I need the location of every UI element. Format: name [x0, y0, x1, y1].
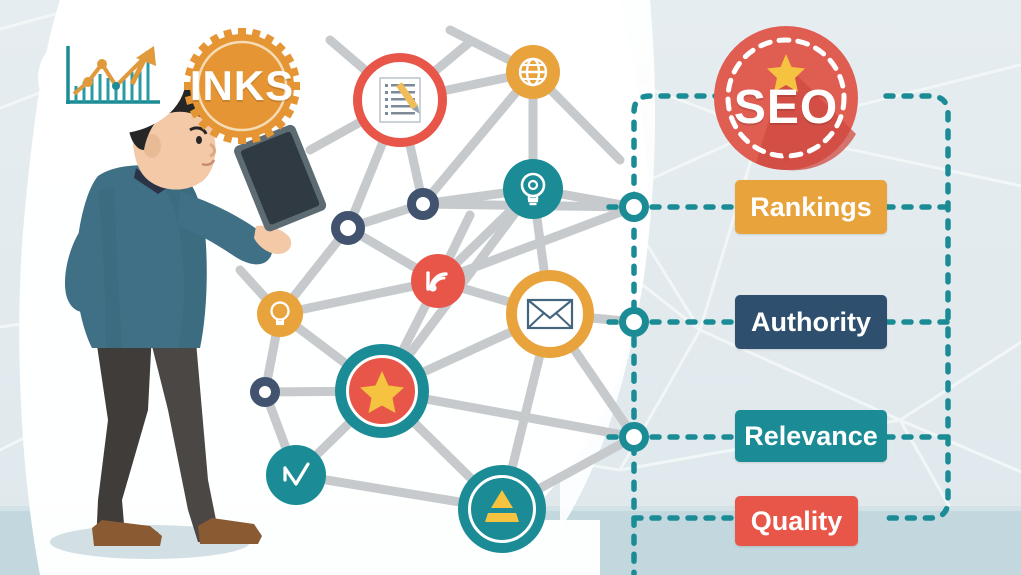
seo-badge[interactable]: SEO [712, 24, 860, 172]
star-node-inner [346, 355, 418, 427]
factor-label-authority-text: Authority [751, 306, 871, 337]
network-node-pyramid[interactable] [458, 465, 546, 553]
growth-bar-chart-icon [66, 46, 160, 104]
network-node-lightbulb[interactable] [257, 291, 303, 337]
globe-icon [518, 57, 548, 87]
factor-label-relevance-text: Relevance [744, 420, 878, 451]
network-node-dot-1[interactable] [331, 211, 365, 245]
connector-ring-authority[interactable] [619, 307, 649, 337]
links-badge-label: INKS [189, 62, 295, 109]
factor-label-rankings-text: Rankings [750, 191, 872, 222]
connector-ring-relevance[interactable] [619, 422, 649, 452]
network-node-check[interactable] [266, 445, 326, 505]
network-node-dot-2[interactable] [407, 188, 439, 220]
rss-signal-icon [426, 271, 448, 292]
network-node-dot-3[interactable] [250, 377, 280, 407]
network-node-idea[interactable] [503, 159, 563, 219]
factor-label-quality[interactable]: Quality [735, 496, 858, 546]
connector-ring-rankings[interactable] [619, 192, 649, 222]
factor-label-quality-text: Quality [750, 505, 843, 536]
network-node-globe[interactable] [506, 45, 560, 99]
network-node-email[interactable] [506, 270, 594, 358]
envelope-icon [526, 298, 574, 330]
factor-label-rankings[interactable]: Rankings [735, 180, 887, 234]
lightbulb-icon [270, 301, 290, 326]
network-node-signal[interactable] [411, 254, 465, 308]
factor-label-relevance[interactable]: Relevance [735, 410, 887, 462]
lightbulb-idea-icon [520, 172, 546, 206]
starburst-seal-icon [184, 28, 300, 144]
factor-label-authority[interactable]: Authority [735, 295, 887, 349]
pyramid-node-inner [468, 475, 536, 543]
businessman-with-tablet [50, 81, 327, 559]
seo-badge-circle [714, 26, 858, 171]
checkmark-icon [283, 462, 310, 486]
seo-badge-label: SEO [733, 81, 839, 134]
bubble-tail [52, 118, 82, 142]
document-checklist-icon [379, 77, 421, 123]
star-icon [360, 371, 404, 413]
links-badge: INKS [182, 26, 302, 146]
network-node-document-checklist[interactable] [353, 53, 447, 147]
pyramid-icon [485, 490, 519, 522]
network-node-star[interactable] [335, 344, 429, 438]
